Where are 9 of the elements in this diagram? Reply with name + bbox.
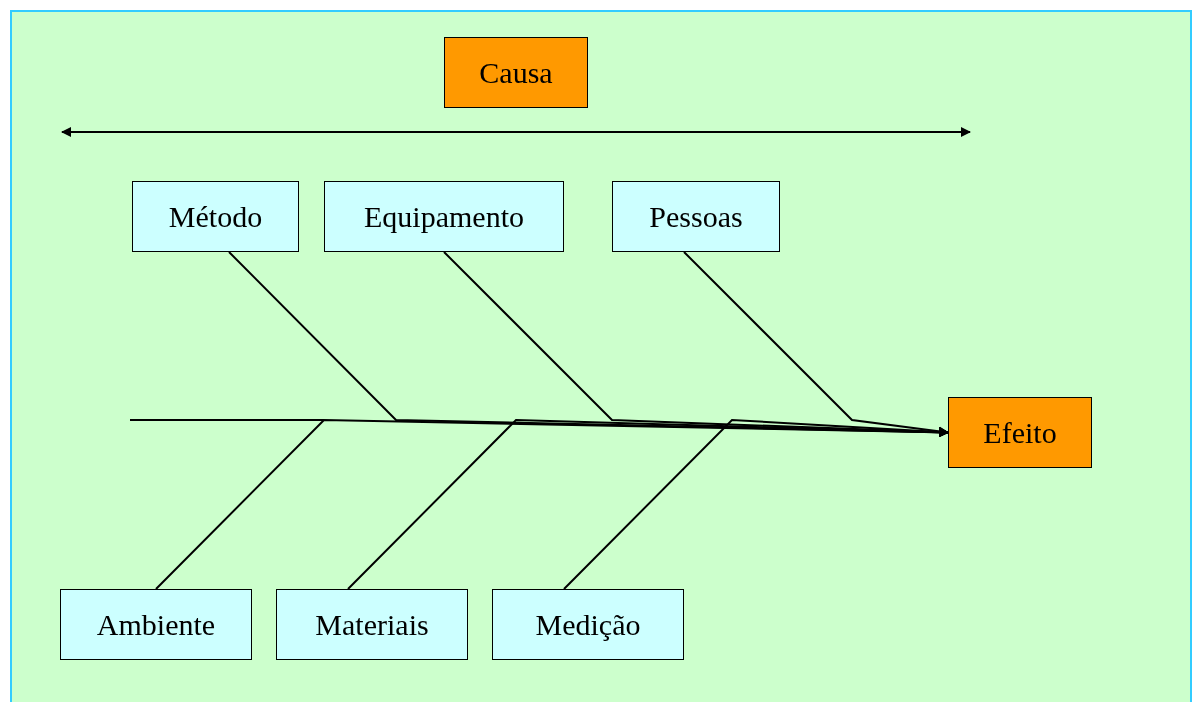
cause-box: Método	[132, 181, 299, 252]
cause-box: Medição	[492, 589, 684, 660]
cause-box: Ambiente	[60, 589, 252, 660]
effect-box: Efeito	[948, 397, 1092, 468]
cause-box: Materiais	[276, 589, 468, 660]
effect-category-box: Causa	[444, 37, 588, 108]
cause-box: Pessoas	[612, 181, 780, 252]
arrow	[563, 418, 949, 590]
cause-box: Equipamento	[324, 181, 564, 252]
